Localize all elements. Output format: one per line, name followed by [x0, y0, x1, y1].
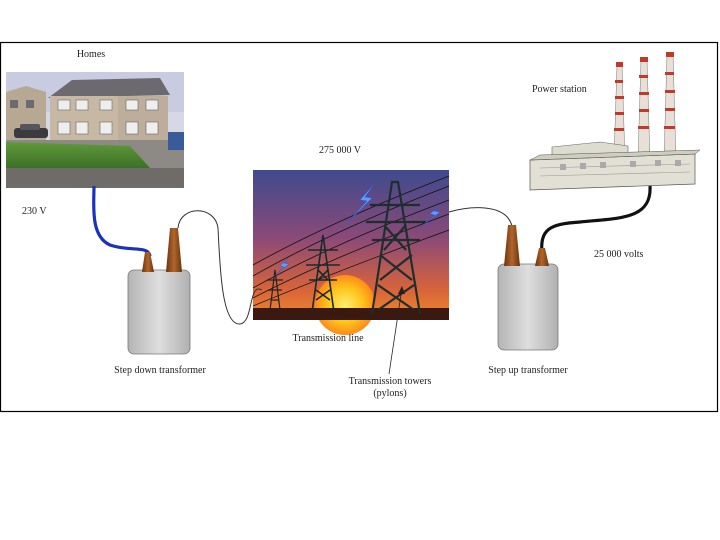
step-up-feed-cable	[449, 208, 512, 226]
power-station-label: Power station	[532, 84, 587, 96]
homes-label: Homes	[77, 49, 105, 61]
voltage-230v-label: 230 V	[22, 206, 47, 218]
step-down-transformer	[128, 228, 190, 354]
power-station-icon	[530, 52, 700, 190]
transmission-line-label: Transmission line	[292, 333, 363, 345]
transmission-line-photo	[253, 170, 449, 335]
generator-cable	[542, 186, 650, 254]
step-down-transformer-label: Step down transformer	[114, 365, 206, 377]
low-voltage-cable	[94, 186, 150, 256]
step-up-transformer	[498, 225, 558, 350]
homes-photo	[6, 72, 184, 188]
step-down-feed-cable	[178, 211, 262, 324]
towers-label-line2: (pylons)	[373, 388, 406, 400]
voltage-275kv-label: 275 000 V	[319, 145, 361, 157]
voltage-25000v-label: 25 000 volts	[594, 249, 643, 261]
step-up-transformer-label: Step up transformer	[488, 365, 567, 377]
towers-label-line1: Transmission towers	[349, 376, 432, 388]
